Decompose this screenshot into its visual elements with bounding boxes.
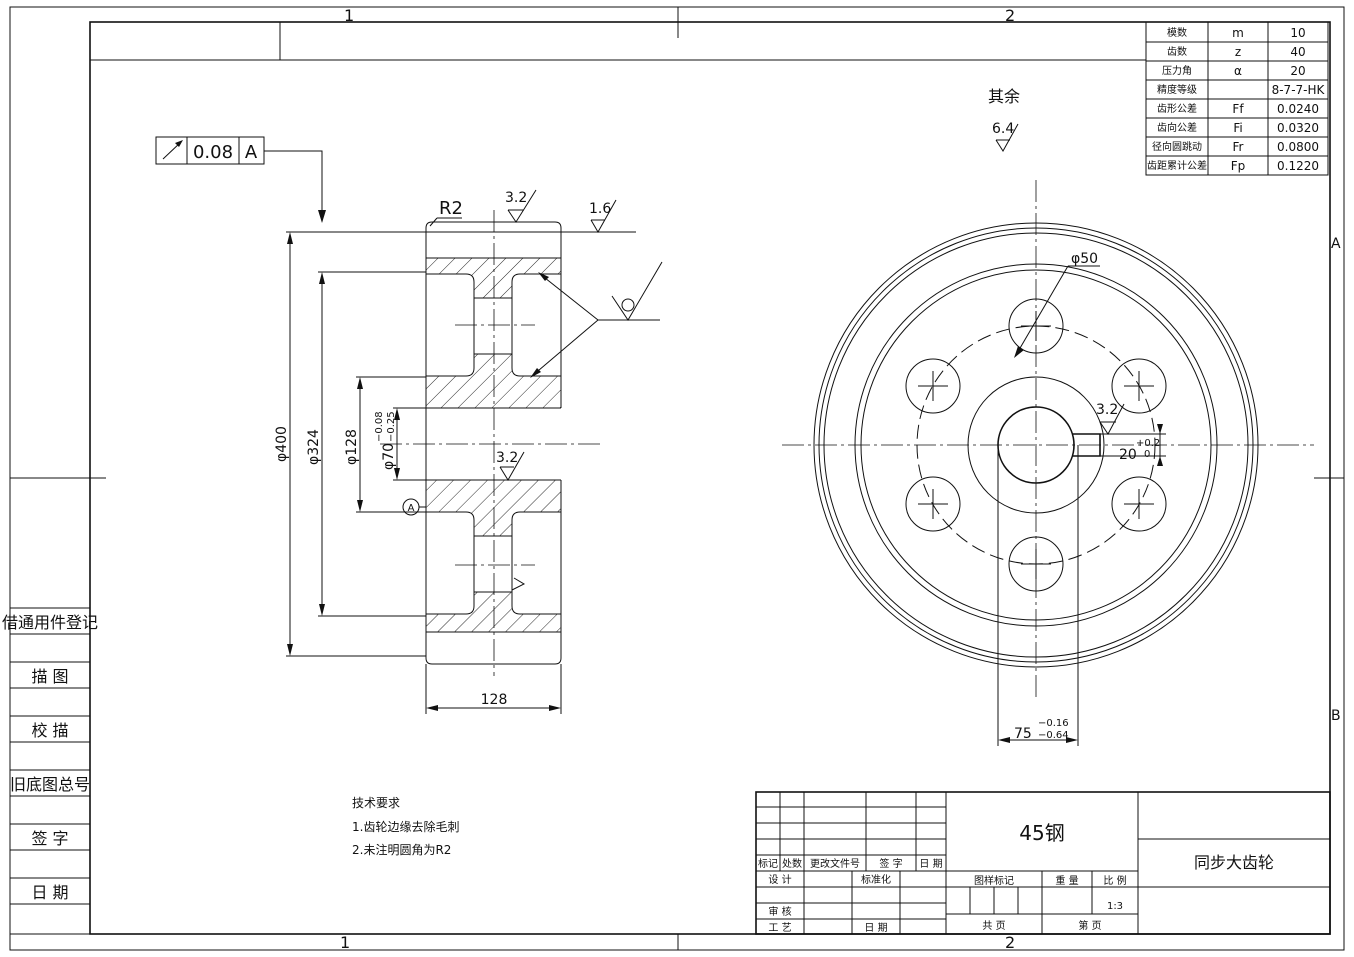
rest-roughness-label: 其余: [988, 87, 1020, 106]
runout-arrow-icon: [162, 140, 183, 160]
tech-req-item-2: 2.未注明圆角为R2: [352, 842, 451, 857]
param-symbol-runout: Fr: [1233, 140, 1244, 154]
zone-label-bottom-2: 2: [1005, 933, 1015, 952]
zone-label-bottom-1: 1: [340, 933, 350, 952]
param-value-teeth: 40: [1290, 45, 1305, 59]
roughness-right: 1.6: [589, 201, 611, 217]
rev-header-mark: 标记: [758, 858, 778, 870]
tolerance-datum: A: [245, 142, 258, 163]
zone-label-top-1: 1: [344, 6, 354, 25]
technical-requirements: 技术要求 1.齿轮边缘去除毛刺 2.未注明圆角为R2: [352, 796, 459, 857]
param-name-profile-tol: 齿形公差: [1157, 102, 1197, 115]
rev-header-sign: 签 字: [879, 857, 902, 870]
dim-face-width: 128: [481, 692, 508, 708]
rev-header-count: 处数: [782, 857, 802, 870]
sidebar-register-column: 借通用件登记 描 图 校 描 旧底图总号 签 字 日 期: [2, 607, 98, 935]
zone-label-top-2: 2: [1005, 6, 1015, 25]
sheet-number-label: 第 页: [1078, 919, 1101, 932]
param-value-module: 10: [1290, 26, 1305, 40]
rev-header-date: 日 期: [919, 858, 942, 870]
param-name-helix-tol: 齿向公差: [1157, 121, 1197, 134]
gear-front-view: 75 −0.16 −0.64 φ50 3.2 20 +0.2 0 其余 6.4: [782, 87, 1314, 746]
param-value-profile-tol: 0.0240: [1277, 102, 1319, 116]
dim-bore-tol-lower: −0.25: [386, 411, 397, 442]
param-name-pressure-angle: 压力角: [1162, 64, 1192, 77]
sidebar-item-signature: 签 字: [31, 829, 68, 848]
sidebar-item-checking: 校 描: [31, 721, 68, 740]
sidebar-item-old-drawing-no: 旧底图总号: [10, 775, 90, 794]
roughness-symbol-icon: [590, 199, 617, 234]
roughness-key: 3.2: [1096, 402, 1118, 418]
param-symbol-module: m: [1232, 26, 1244, 40]
zone-label-a: A: [1331, 236, 1341, 252]
param-value-pitch-cum-tol: 0.1220: [1277, 159, 1319, 173]
param-value-helix-tol: 0.0320: [1277, 121, 1319, 135]
dim-hub-tol-lower: −0.64: [1038, 730, 1069, 741]
datum-a-marker: A: [402, 498, 426, 516]
dim-rim-diameter: φ324: [306, 429, 322, 465]
scale-label: 比 例: [1103, 874, 1126, 887]
param-name-accuracy: 精度等级: [1157, 83, 1197, 96]
standardize-label: 标准化: [861, 873, 891, 886]
param-symbol-pressure-angle: α: [1234, 64, 1242, 78]
process-label: 工 艺: [768, 922, 791, 934]
roughness-symbol-icon: [1099, 403, 1125, 435]
param-symbol-helix-tol: Fi: [1233, 121, 1242, 135]
dim-key-tol-lower: 0: [1144, 449, 1150, 460]
param-name-pitch-cum-tol: 齿距累计公差: [1147, 159, 1207, 172]
title-block: 标记 处数 更改文件号 签 字 日 期 设 计 标准化 审 核 工 艺 日 期 …: [755, 791, 1331, 935]
param-value-accuracy: 8-7-7-HK: [1272, 83, 1326, 97]
param-name-runout: 径向圆跳动: [1152, 140, 1202, 153]
roughness-symbol-icon: [511, 577, 526, 591]
geometric-tolerance-frame: 0.08 A: [155, 136, 326, 223]
sidebar-item-tracing: 描 图: [31, 667, 68, 686]
zone-label-b: B: [1331, 708, 1341, 724]
dim-outer-diameter: φ400: [274, 426, 290, 462]
gear-section-view: φ400 φ324 φ128 φ70 −0.08 −0.25 A 128 R2: [274, 189, 663, 714]
dim-hub-diameter: φ128: [344, 429, 360, 465]
unmachined-surface-symbol: [530, 261, 663, 378]
weight-label: 重 量: [1055, 874, 1078, 887]
dim-key-width: 20: [1119, 447, 1137, 463]
part-name: 同步大齿轮: [1194, 853, 1274, 872]
roughness-symbol-icon: [995, 123, 1019, 152]
param-symbol-teeth: z: [1235, 45, 1241, 59]
dim-hub-across: 75: [1014, 726, 1032, 742]
roughness-symbol-icon: [507, 189, 537, 223]
sidebar-item-borrow-register: 借通用件登记: [2, 613, 98, 632]
dim-hole-diameter: φ50: [1071, 251, 1098, 267]
tech-req-item-1: 1.齿轮边缘去除毛刺: [352, 819, 459, 834]
dim-hub-tol-upper: −0.16: [1038, 718, 1069, 729]
review-label: 审 核: [768, 905, 791, 918]
param-value-runout: 0.0800: [1277, 140, 1319, 154]
sidebar-item-date: 日 期: [31, 883, 68, 902]
tech-req-title: 技术要求: [352, 796, 400, 810]
roughness-top: 3.2: [505, 190, 527, 206]
param-value-pressure-angle: 20: [1290, 64, 1305, 78]
datum-a-label: A: [408, 503, 415, 514]
roughness-symbol-icon: [499, 451, 525, 481]
rest-roughness-value: 6.4: [992, 121, 1014, 137]
material-label: 45钢: [1019, 821, 1064, 845]
param-symbol-profile-tol: Ff: [1232, 102, 1244, 116]
param-name-teeth: 齿数: [1167, 45, 1187, 58]
gear-parameter-table: 模数 m 10 齿数 z 40 压力角 α 20 精度等级 8-7-7-HK 齿…: [1145, 21, 1329, 176]
param-symbol-pitch-cum-tol: Fp: [1231, 159, 1246, 173]
roughness-bore: 3.2: [496, 450, 518, 466]
drawing-frame: 1 2 1 2 A B: [9, 6, 1345, 952]
design-label: 设 计: [768, 873, 791, 886]
param-name-module: 模数: [1167, 26, 1187, 39]
fillet-radius-label: R2: [439, 198, 463, 219]
dim-bore-tol-upper: −0.08: [374, 411, 385, 442]
scale-value: 1:3: [1107, 901, 1123, 912]
tolerance-value: 0.08: [193, 142, 233, 163]
drawing-mark-label: 图样标记: [974, 874, 1014, 887]
dim-bore-diameter: φ70: [381, 443, 397, 470]
date-label: 日 期: [864, 922, 887, 934]
total-sheets-label: 共 页: [982, 920, 1005, 932]
dim-key-tol-upper: +0.2: [1136, 438, 1160, 449]
rev-header-file: 更改文件号: [810, 857, 860, 870]
